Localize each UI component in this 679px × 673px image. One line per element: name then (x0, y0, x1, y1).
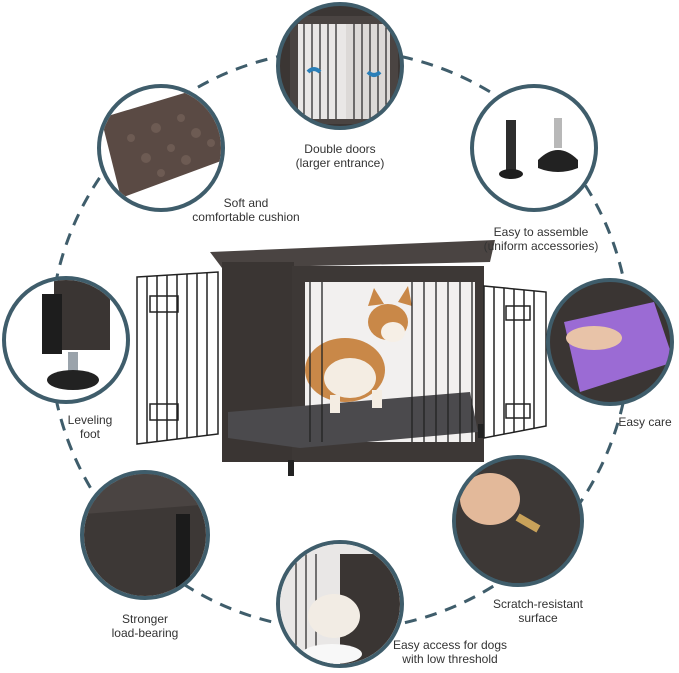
cushion-image (101, 88, 221, 198)
scratch-resistant-photo (452, 455, 584, 587)
scratch-test-image (456, 459, 580, 583)
assemble-photo (470, 84, 598, 212)
leveling-foot-image (42, 280, 110, 390)
crate-top (210, 240, 495, 268)
double-doors-photo (276, 2, 404, 130)
dog-entering-image (280, 544, 400, 664)
right-door (483, 285, 547, 439)
towel-wipe-image (564, 302, 670, 392)
cage-doors-image (290, 16, 398, 124)
screws-image (499, 118, 578, 179)
easy-access-photo (276, 540, 404, 668)
easy-care-photo (546, 278, 674, 406)
corgi-dog (305, 286, 412, 413)
crate-corner-image (84, 474, 206, 596)
easy-care-label: Easy care (618, 415, 672, 429)
left-door (136, 271, 219, 445)
leveling-foot-photo (2, 276, 130, 404)
crate-cushion (228, 392, 478, 448)
cushion-photo (97, 84, 225, 212)
assemble-label: Easy to assemble(uniform accessories) (483, 225, 599, 253)
load-bearing-photo (80, 470, 210, 600)
double-doors-label: Double doors(larger entrance) (295, 142, 385, 170)
